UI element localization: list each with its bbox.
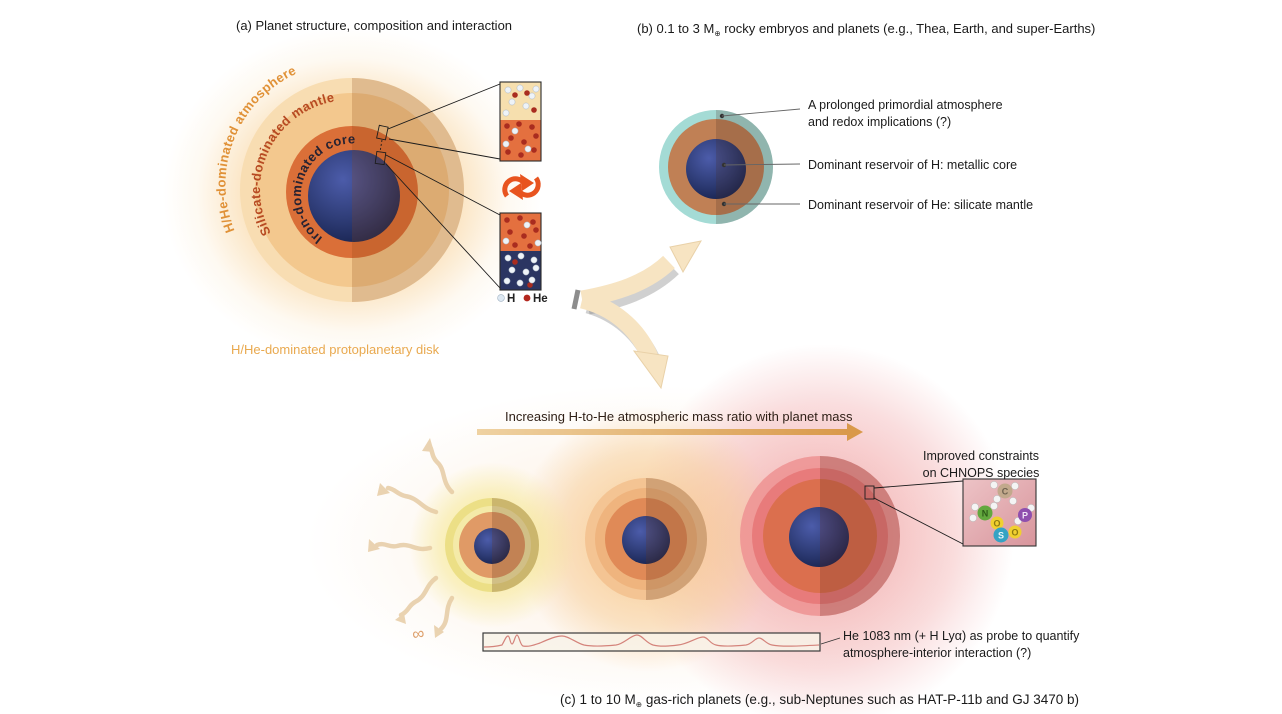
panel-b-title-sub: ⊕ bbox=[714, 29, 721, 38]
oxygen-label-1: O bbox=[993, 519, 1000, 529]
planet-b-shadow-half bbox=[716, 110, 773, 224]
planet-c-large-shadow-half bbox=[820, 456, 900, 616]
he-probe-label: He 1083 nm (+ H Lyα) as probe to quantif… bbox=[843, 628, 1079, 662]
nitrogen-label: N bbox=[982, 509, 989, 519]
panel-b-title-pre: (b) 0.1 to 3 M bbox=[637, 21, 715, 36]
oxygen-label-2: O bbox=[1011, 528, 1018, 538]
planet-c-small bbox=[445, 498, 539, 592]
connector-line-2 bbox=[388, 138, 501, 160]
atom-legend: H He bbox=[497, 293, 548, 305]
zoom-marker-chnops bbox=[864, 485, 875, 500]
chnops-connectors bbox=[864, 480, 964, 545]
recycle-icon bbox=[502, 174, 541, 200]
zoom-marker-mantle-core bbox=[374, 150, 387, 166]
nitrogen-atom-icon bbox=[977, 505, 993, 521]
planet-a-shadow-half bbox=[352, 78, 464, 302]
spectrum-box bbox=[482, 632, 841, 652]
zoom-marker-atmosphere-mantle bbox=[376, 124, 389, 141]
leader-lines-b bbox=[719, 108, 801, 207]
he-probe-line1: He 1083 nm (+ H Lyα) as probe to quantif… bbox=[843, 629, 1080, 643]
mass-arrow-label: Increasing H-to-He atmospheric mass rati… bbox=[505, 409, 853, 424]
legend-he-label: He bbox=[533, 293, 548, 305]
panel-a-title: (a) Planet structure, composition and in… bbox=[236, 18, 513, 33]
chnops-label: Improved constraints on CHNOPS species bbox=[905, 448, 1057, 482]
chnops-box: C N O P S O bbox=[962, 478, 1037, 547]
annotation-mantle: Dominant reservoir of He: silicate mantl… bbox=[808, 198, 1034, 212]
h-dot-icon bbox=[497, 294, 505, 302]
he-atoms-top-box bbox=[504, 90, 539, 158]
connector-line-1 bbox=[387, 83, 501, 130]
oxygen-atom-icon-1 bbox=[990, 516, 1004, 530]
inset-top-border bbox=[499, 81, 542, 162]
planet-a-core bbox=[308, 150, 400, 242]
chnops-label-line2: on CHNOPS species bbox=[922, 466, 1040, 480]
spectrum-leader-line bbox=[820, 637, 841, 645]
escape-arrows bbox=[368, 438, 455, 638]
oxygen-atom-icon-2 bbox=[1008, 525, 1022, 539]
planet-b-core bbox=[686, 139, 746, 199]
phosphorus-label: P bbox=[1022, 511, 1028, 521]
inset-mantle-core-box bbox=[499, 212, 542, 291]
disk-label: H/He-dominated protoplanetary disk bbox=[231, 342, 440, 357]
chnops-label-line1: Improved constraints bbox=[922, 449, 1040, 463]
annotation-atmosphere-line2: and redox implications (?) bbox=[808, 115, 952, 129]
h-atoms-chnops bbox=[969, 481, 1035, 525]
he-atoms-bottom-box bbox=[504, 215, 539, 288]
he-probe-line2: atmosphere-interior interaction (?) bbox=[843, 646, 1032, 660]
planet-b bbox=[659, 110, 773, 224]
arrow-base-edge bbox=[571, 289, 581, 310]
panel-c-caption-post: gas-rich planets (e.g., sub-Neptunes suc… bbox=[642, 692, 1080, 707]
panel-c-caption: (c) 1 to 10 M⊕ gas-rich planets (e.g., s… bbox=[560, 691, 1079, 713]
panel-b-title-post: rocky embryos and planets (e.g., Thea, E… bbox=[720, 21, 1096, 36]
infinity-icon: ∞ bbox=[411, 624, 426, 645]
connector-line-3 bbox=[385, 154, 501, 216]
h-atoms-bottom-box bbox=[502, 221, 542, 287]
connector-line-4 bbox=[385, 163, 501, 289]
carbon-atom-icon bbox=[997, 483, 1013, 499]
planet-c-small-shadow-half bbox=[492, 498, 539, 592]
panel-c-caption-pre: (c) 1 to 10 M bbox=[560, 692, 636, 707]
panel-b-title: (b) 0.1 to 3 M⊕ rocky embryos and planet… bbox=[637, 20, 1095, 42]
sulfur-label: S bbox=[998, 531, 1004, 541]
branching-arrow-icon bbox=[571, 240, 702, 390]
planet-c-large-core bbox=[789, 507, 849, 567]
zoom-connectors-a bbox=[374, 83, 501, 289]
panel-c-caption-sub: ⊕ bbox=[635, 700, 643, 709]
planet-c-medium-shadow-half bbox=[646, 478, 707, 600]
carbon-label: C bbox=[1002, 487, 1009, 497]
he-dot-icon bbox=[523, 294, 531, 302]
mass-arrow-icon bbox=[477, 423, 863, 441]
sulfur-atom-icon bbox=[993, 527, 1009, 543]
annotation-core: Dominant reservoir of H: metallic core bbox=[808, 158, 1018, 172]
annotation-atmosphere-line1: A prolonged primordial atmosphere bbox=[808, 98, 1003, 112]
planet-c-medium bbox=[585, 478, 707, 600]
spectrum-line bbox=[483, 634, 820, 648]
inset-atmosphere-mantle-box bbox=[499, 81, 542, 162]
inset-bottom-border bbox=[499, 212, 542, 291]
planet-c-small-core bbox=[474, 528, 510, 564]
h-atoms-top-box bbox=[502, 84, 540, 153]
planet-c-large bbox=[740, 456, 900, 616]
planet-c-medium-core bbox=[622, 516, 670, 564]
legend-h-label: H bbox=[507, 293, 515, 305]
phosphorus-atom-icon bbox=[1018, 508, 1032, 522]
